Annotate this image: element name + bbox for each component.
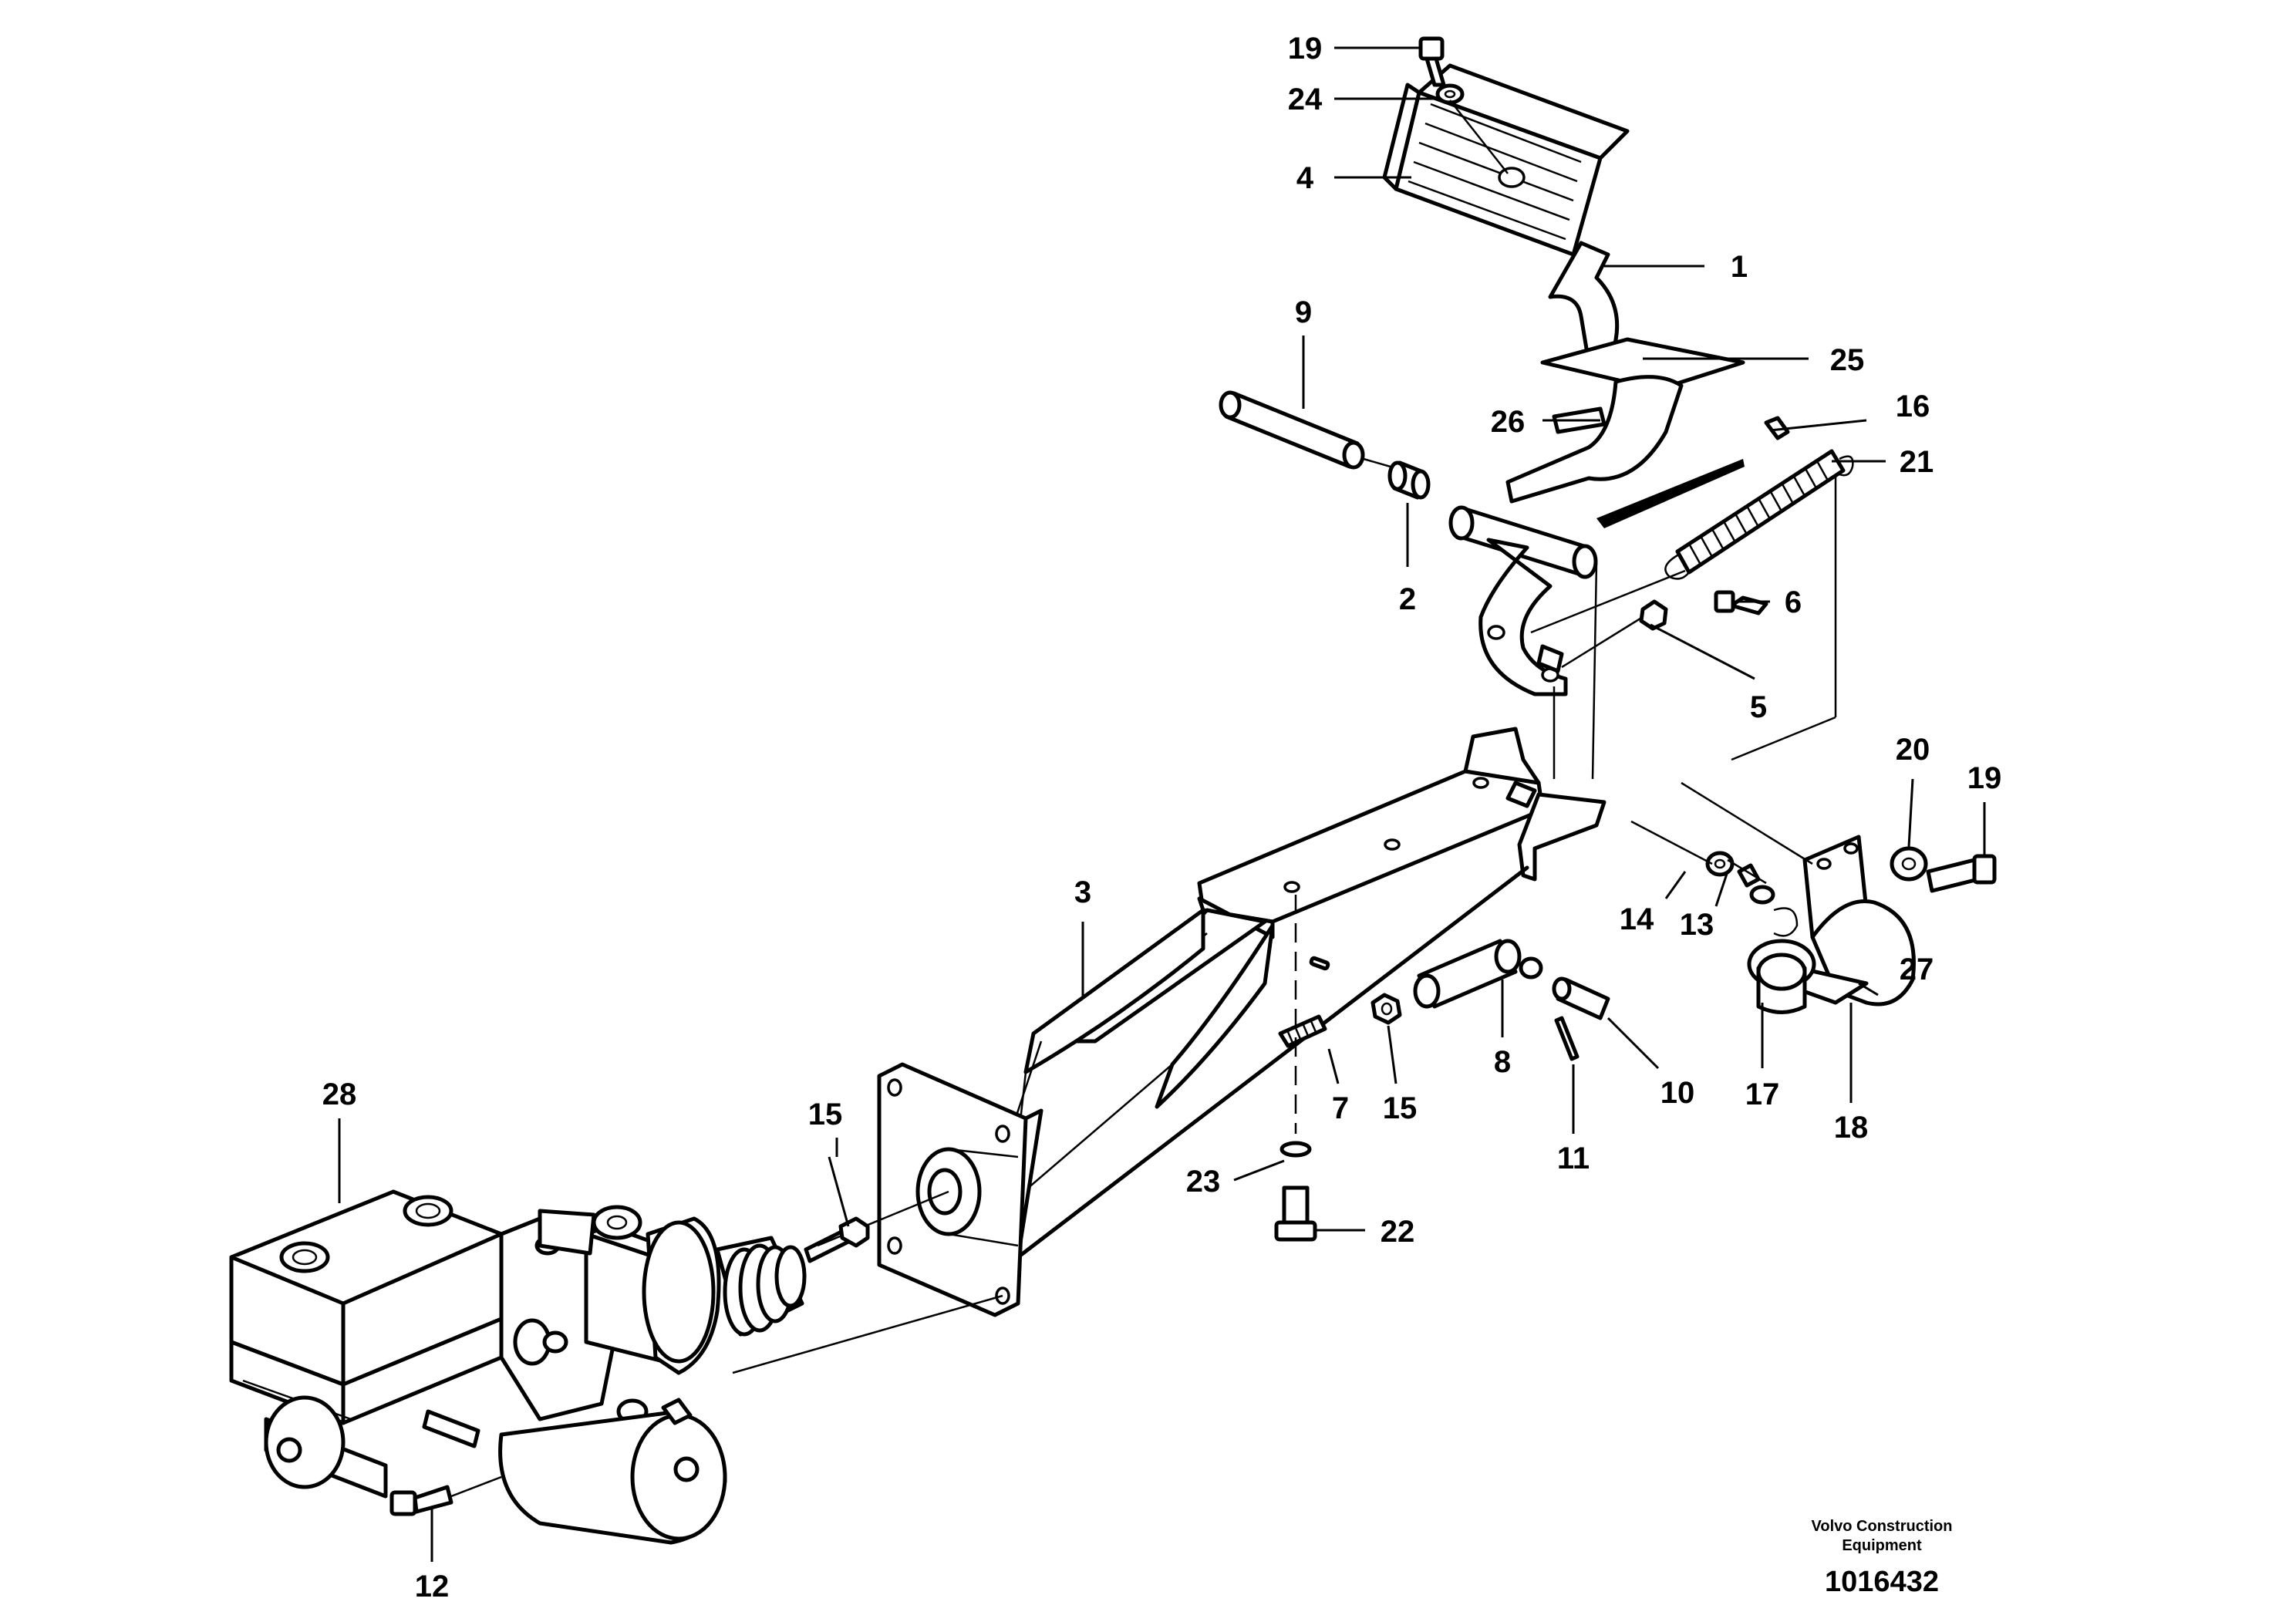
callout-labels: 19 24 4 1 9 25 16 26 21 2 6 5 20 19 3 14… [322,32,2002,1603]
callout-8: 8 [1494,1045,1511,1079]
pedal-bushing [1387,460,1431,500]
company-name-line1: Volvo Construction [1812,1518,1953,1535]
push-rod-assembly [1278,939,1610,1061]
company-name-line2: Equipment [1842,1537,1922,1554]
callout-1: 1 [1731,250,1748,284]
callout-25: 25 [1830,343,1865,377]
master-cylinder [229,1189,1003,1545]
callout-7: 7 [1332,1091,1349,1125]
mounting-flange [877,1062,1028,1317]
return-spring [1664,449,1854,580]
pedal-pad-bolt [1418,36,1509,174]
callout-19-top: 19 [1288,32,1323,66]
callout-16: 16 [1896,389,1930,423]
bracket-bolt [1274,895,1317,1242]
callout-27: 27 [1900,953,1934,986]
callout-6: 6 [1785,585,1802,619]
pedal-hub [1448,505,1598,696]
drawing-layer [229,36,1997,1545]
callout-23: 23 [1186,1165,1221,1199]
leader-lines [338,46,1986,1562]
callout-28: 28 [322,1077,357,1111]
switch-bracket [1630,781,1997,1014]
callout-5: 5 [1750,690,1767,724]
callout-17: 17 [1745,1077,1780,1111]
callout-21: 21 [1900,445,1934,479]
callout-20: 20 [1896,733,1930,767]
callout-11: 11 [1557,1141,1590,1175]
callout-12: 12 [415,1570,450,1603]
pedal-bracket [993,727,1607,1271]
pivot-pin [1219,390,1404,472]
callout-26: 26 [1491,405,1526,439]
mounting-bolt-lower [389,1475,502,1516]
spring-lever [1596,459,1745,528]
callout-3: 3 [1074,875,1091,909]
callout-18: 18 [1834,1111,1869,1145]
callout-24: 24 [1288,83,1323,116]
callout-15-right: 15 [1383,1091,1418,1125]
drawing-number: 1016432 [1825,1566,1939,1598]
assembly-lines-upper [1530,474,1837,780]
callout-10: 10 [1660,1076,1695,1110]
pedal-pad [1382,63,1630,257]
callout-13: 13 [1680,908,1714,942]
pedal-arm [1505,241,1745,504]
callout-4: 4 [1296,161,1314,195]
callout-2: 2 [1399,582,1416,616]
callout-22: 22 [1381,1215,1415,1249]
callout-19-right: 19 [1967,761,2002,795]
callout-14: 14 [1620,902,1654,936]
callout-15-left: 15 [808,1098,843,1131]
drawing-footer: Volvo Construction Equipment 1016432 [1812,1518,1953,1598]
callout-9: 9 [1295,295,1312,329]
